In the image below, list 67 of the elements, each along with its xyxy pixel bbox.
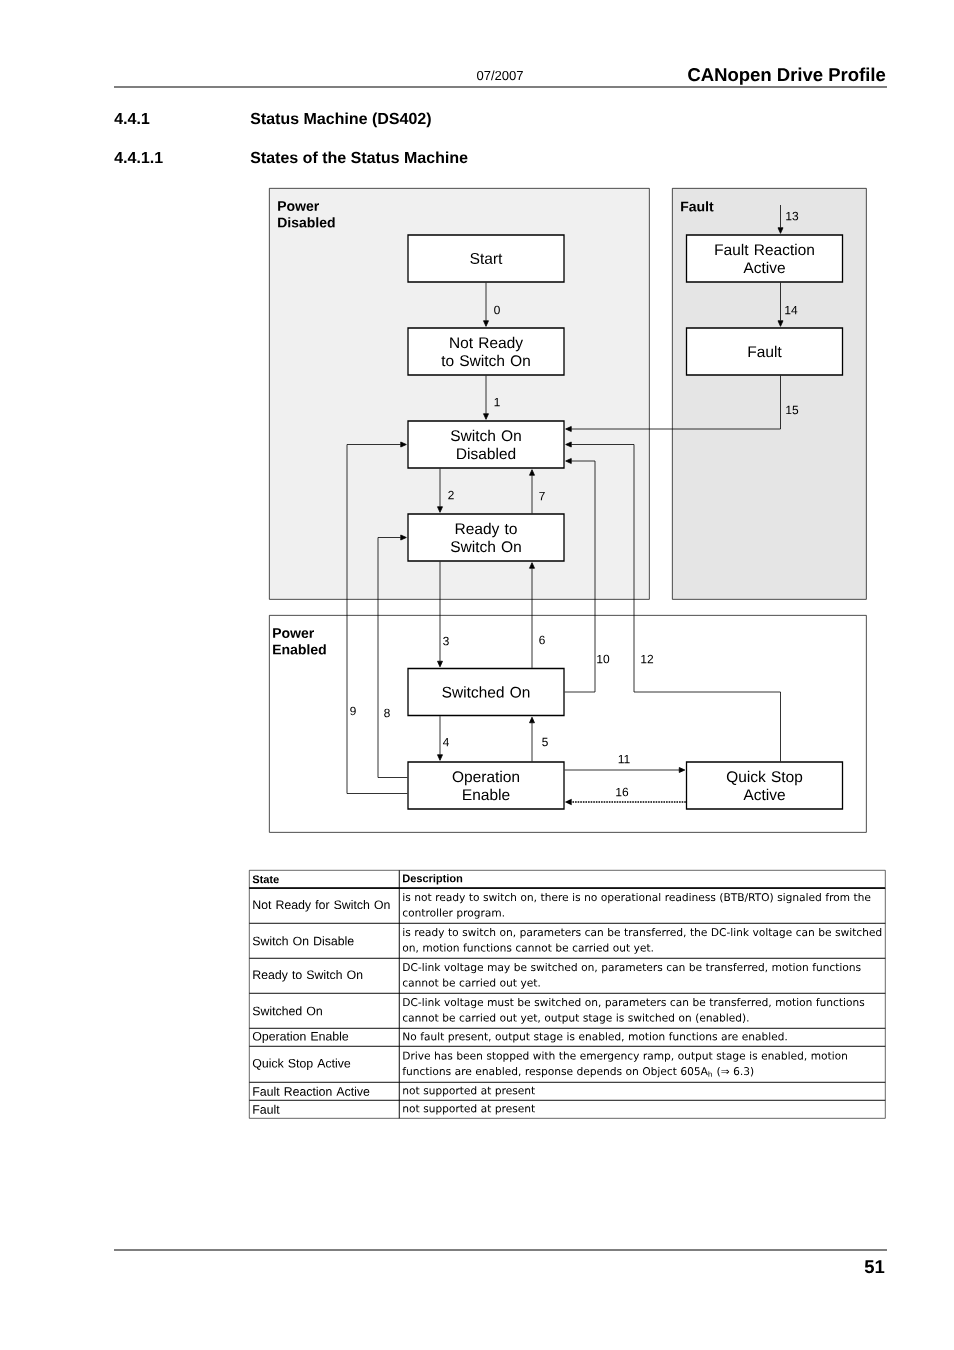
edge-label: 10 [597, 654, 610, 664]
section-number: 4.4.1.1 [114, 152, 163, 163]
arrow [564, 458, 596, 693]
edge-label: 8 [384, 708, 390, 718]
table-cell: Switched On [249, 993, 400, 1029]
state-box: Switch On Disabled [407, 420, 565, 469]
arrow [437, 715, 443, 761]
state-box: Quick Stop Active [685, 761, 844, 810]
arrow [777, 282, 784, 327]
table-cell: Fault [249, 1100, 400, 1119]
arrow [777, 204, 784, 234]
table-cell: is ready to switch on, parameters can be transferred, the DC-link voltage can be switched on, motion functions cannot be carried out yet. [399, 923, 886, 959]
table-cell: not supported at present [399, 1100, 886, 1119]
state-box: Not Ready to Switch On [407, 327, 565, 376]
section-heading: States of the Status Machine [250, 151, 468, 164]
arrow [565, 441, 781, 762]
table-cell: DC-link voltage may be switched on, parameters can be transferred, motion functions cannot be carried out yet. [399, 958, 886, 994]
edge-label: 2 [448, 490, 454, 500]
arrow [437, 468, 443, 513]
edge-label: 4 [442, 737, 449, 747]
table-header-cell: Description [399, 870, 886, 889]
header-title: CANopen Drive Profile [688, 67, 886, 85]
arrow [564, 767, 686, 773]
state-box: Ready to Switch On [407, 513, 565, 562]
arrow [483, 282, 489, 327]
table-cell: Fault Reaction Active [249, 1082, 400, 1101]
edge-label: 12 [641, 654, 654, 664]
arrow [346, 441, 408, 794]
edge-label: 6 [539, 635, 545, 645]
arrow [483, 375, 489, 420]
table-cell: Not Ready for Switch On [249, 888, 400, 924]
table-cell: Quick Stop Active [249, 1046, 400, 1083]
section-number: 4.4.1 [114, 113, 150, 124]
header-date: 07/2007 [477, 70, 523, 81]
arrow [529, 716, 535, 762]
table-cell: is not ready to switch on, there is no operational readiness (BTB/RTO) signaled from the controller program. [399, 888, 886, 924]
table-cell: DC-link voltage must be switched on, parameters can be transferred, motion functions cannot be carried out yet, output stage is switched on (enabled). [399, 993, 886, 1029]
arrow [377, 534, 408, 778]
section-heading: Status Machine (DS402) [250, 112, 431, 128]
edge-label: 16 [616, 787, 629, 797]
edge-label: 14 [785, 305, 798, 315]
edge-label: 9 [350, 706, 356, 716]
page-number: 51 [864, 1260, 885, 1274]
state-box: Fault Reaction Active [685, 234, 844, 283]
edge-label: 11 [618, 754, 630, 764]
table-cell: Ready to Switch On [249, 958, 400, 994]
state-box: Operation Enable [407, 761, 565, 810]
edge-label: 1 [494, 397, 500, 407]
arrow [529, 562, 535, 669]
state-box: Fault [685, 327, 844, 376]
table-cell: No fault present, output stage is enabled, motion functions are enabled. [399, 1028, 886, 1047]
table-cell: Switch On Disable [249, 923, 400, 959]
state-box: Start [407, 234, 565, 283]
edge-label: 15 [786, 405, 799, 415]
arrow [437, 561, 443, 668]
edge-label: 3 [443, 636, 449, 646]
table-header-cell: State [249, 870, 400, 889]
arrow [529, 469, 535, 514]
state-box: Switched On [407, 667, 565, 717]
arrow [565, 375, 781, 432]
edge-label: 5 [542, 737, 548, 747]
table-cell: Drive has been stopped with the emergency ramp, output stage is enabled, motion functions are enabled, response depends on Object 605A$_{h}$ (⇒ 6.3) [399, 1046, 886, 1083]
table-cell: Operation Enable [249, 1028, 400, 1047]
edge-label: 0 [494, 305, 500, 315]
edge-label: 13 [786, 211, 799, 221]
edge-label: 7 [539, 491, 545, 501]
table-cell: not supported at present [399, 1082, 886, 1101]
